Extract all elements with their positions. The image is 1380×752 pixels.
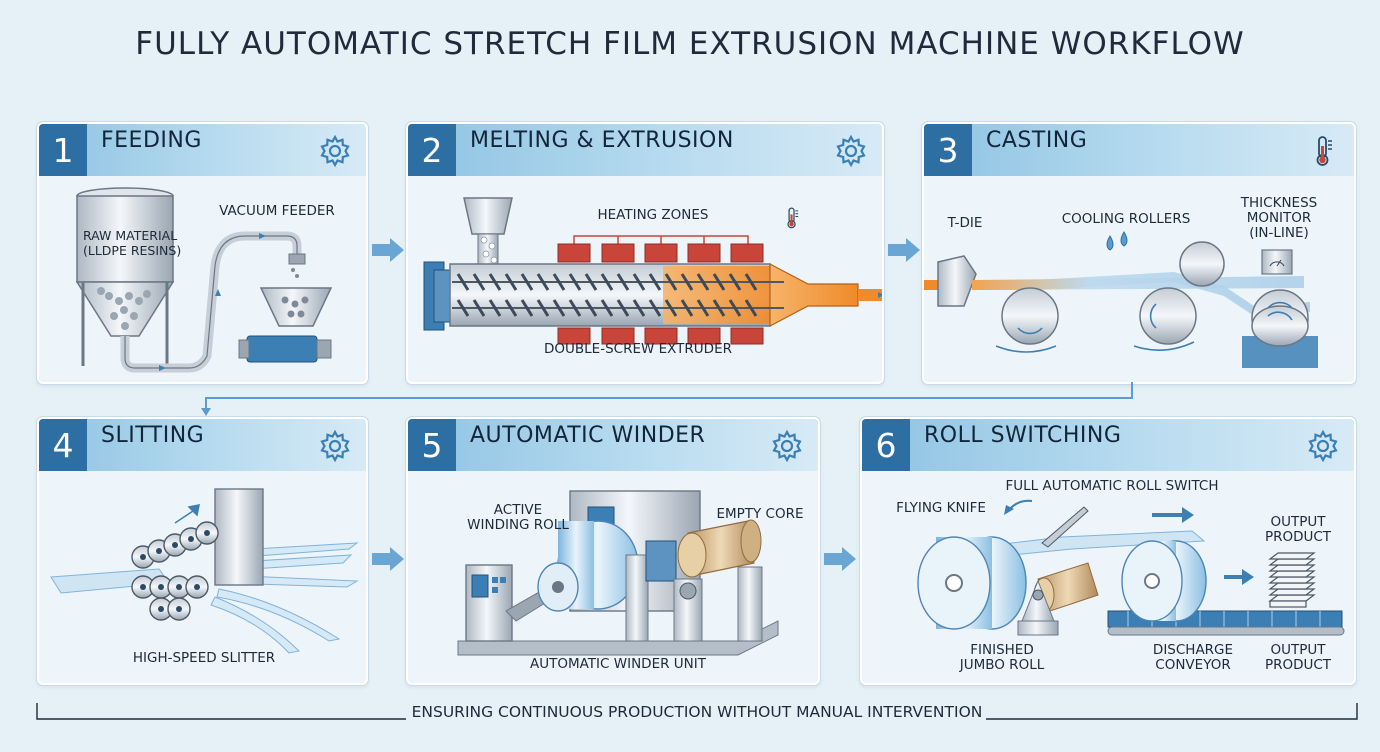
step-title: MELTING & EXTRUSION: [470, 128, 734, 153]
footer-text: ENSURING CONTINUOUS PRODUCTION WITHOUT M…: [411, 703, 983, 721]
step-header: 6 ROLL SWITCHING: [862, 419, 1354, 471]
arrow-right-icon: [372, 238, 404, 262]
step-header: 4 SLITTING: [39, 419, 366, 471]
step-title: AUTOMATIC WINDER: [470, 423, 706, 448]
step-number: 1: [39, 124, 87, 176]
casting-illustration: [924, 231, 1318, 368]
step-title: SLITTING: [101, 423, 205, 448]
gear-icon: [834, 134, 868, 168]
step-number: 3: [924, 124, 972, 176]
step-number: 5: [408, 419, 456, 471]
roll-switching-illustration: [917, 499, 1345, 636]
page-title: FULLY AUTOMATIC STRETCH FILM EXTRUSION M…: [135, 26, 1245, 62]
step-roll-switching-panel: 6 ROLL SWITCHING: [860, 417, 1356, 685]
raw-material-label: RAW MATERIAL (LLDPE RESINS): [83, 228, 182, 258]
step-number: 6: [862, 419, 910, 471]
active-roll-label: ACTIVE WINDING ROLL: [467, 502, 569, 533]
gear-icon: [318, 429, 352, 463]
feeding-illustration: [75, 187, 333, 373]
arrow-right-icon: [824, 547, 856, 571]
cooling-rollers-label: COOLING ROLLERS: [1061, 211, 1191, 227]
extruder-illustration: [423, 197, 882, 345]
conveyor-label: DISCHARGE CONVEYOR: [1152, 642, 1234, 673]
step-number: 4: [39, 419, 87, 471]
heating-zones-label: HEATING ZONES: [597, 207, 709, 223]
gear-icon: [318, 134, 352, 168]
connector-arrow-icon: [201, 382, 1133, 416]
slitter-illustration: [50, 488, 359, 654]
thickness-monitor-label: THICKNESS MONITOR (IN-LINE): [1240, 195, 1318, 241]
roll-switch-label: FULL AUTOMATIC ROLL SWITCH: [1005, 478, 1219, 494]
t-die-label: T-DIE: [947, 215, 983, 231]
flying-knife-label: FLYING KNIFE: [896, 500, 986, 516]
output-product-top-label: OUTPUT PRODUCT: [1264, 514, 1332, 545]
winder-illustration: [457, 490, 779, 656]
footer: ENSURING CONTINUOUS PRODUCTION WITHOUT M…: [36, 703, 1358, 721]
step-header: 5 AUTOMATIC WINDER: [408, 419, 818, 471]
step-header: 3 CASTING: [924, 124, 1354, 176]
step-number: 2: [408, 124, 456, 176]
vacuum-feeder-label: VACUUM FEEDER: [219, 203, 335, 219]
arrow-right-icon: [888, 238, 920, 262]
step-slitting-panel: 4 SLITTING HIGH-SPEED SLITTER: [37, 417, 368, 685]
step-title: FEEDING: [101, 128, 202, 153]
slitter-label: HIGH-SPEED SLITTER: [132, 650, 276, 666]
jumbo-roll-label: FINISHED JUMBO ROLL: [959, 642, 1045, 673]
footer-bracket: [36, 703, 1358, 720]
step-title: ROLL SWITCHING: [924, 423, 1122, 448]
output-product-bottom-label: OUTPUT PRODUCT: [1264, 642, 1332, 673]
step-title: CASTING: [986, 128, 1088, 153]
empty-core-label: EMPTY CORE: [716, 506, 804, 522]
step-header: 1 FEEDING: [39, 124, 366, 176]
step-header: 2 MELTING & EXTRUSION: [408, 124, 882, 176]
step-casting-panel: 3 CASTING T-DIE COOLING RO: [922, 122, 1356, 384]
winder-unit-label: AUTOMATIC WINDER UNIT: [529, 656, 706, 672]
thermometer-icon: [1306, 134, 1340, 168]
step-feeding-panel: 1 FEEDING RAW MATERIAL (LLDPE RESINS) VA…: [37, 122, 368, 384]
gear-icon: [770, 429, 804, 463]
extruder-label: DOUBLE-SCREW EXTRUDER: [544, 341, 732, 357]
step-melting-extrusion-panel: 2 MELTING & EXTRUSION: [406, 122, 884, 384]
step-automatic-winder-panel: 5 AUTOMATIC WINDER ACTIVE WINDING ROLL E…: [406, 417, 820, 685]
arrow-right-icon: [372, 547, 404, 571]
gear-icon: [1306, 429, 1340, 463]
